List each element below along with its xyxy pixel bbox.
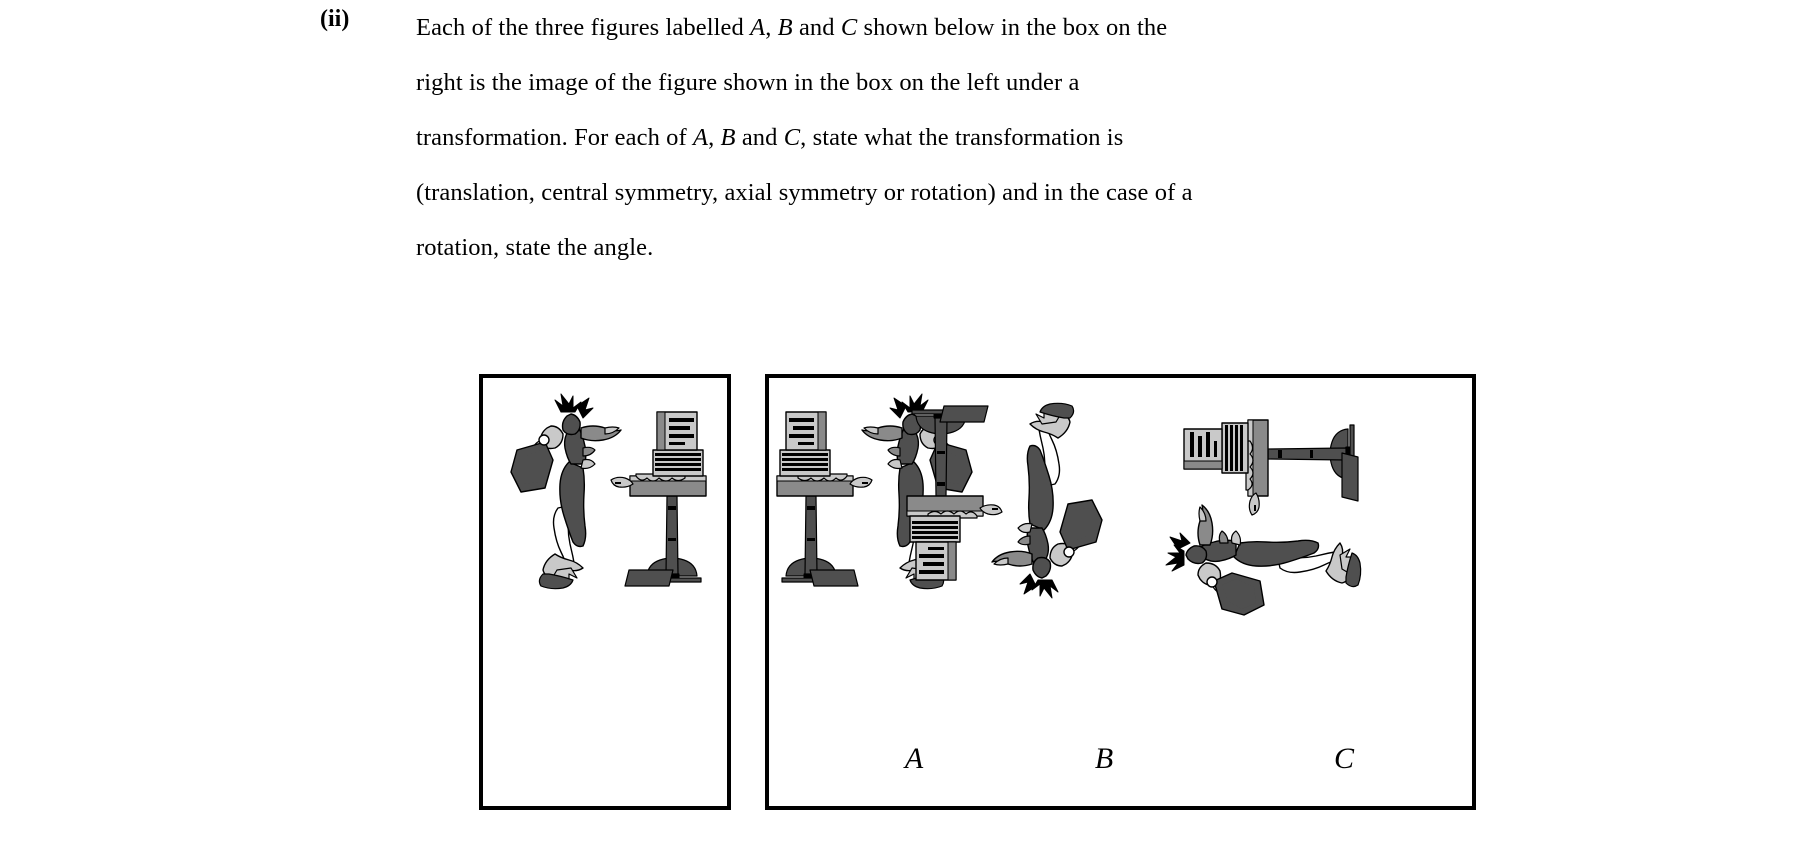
question-line-2: right is the image of the figure shown i… bbox=[416, 69, 1080, 96]
figure-b bbox=[894, 384, 1116, 604]
figure-label-c: C bbox=[1333, 742, 1354, 775]
transformed-figures-box: A B C bbox=[765, 374, 1476, 810]
question-text: Each of the three figures labelled A, B … bbox=[416, 0, 1501, 275]
question-line-5: rotation, state the angle. bbox=[416, 234, 654, 261]
figure-label-b: B bbox=[1094, 742, 1114, 775]
question-line-3: transformation. For each of A, B and C, … bbox=[416, 124, 1124, 151]
original-figure-box bbox=[479, 374, 731, 810]
figure-a bbox=[764, 388, 986, 608]
figure-c bbox=[1160, 407, 1380, 629]
question-line-4: (translation, central symmetry, axial sy… bbox=[416, 179, 1193, 206]
question-number: (ii) bbox=[320, 6, 350, 32]
figure-original bbox=[497, 388, 719, 608]
question-line-1: Each of the three figures labelled A, B … bbox=[416, 14, 1168, 41]
figure-label-a: A bbox=[904, 742, 924, 775]
